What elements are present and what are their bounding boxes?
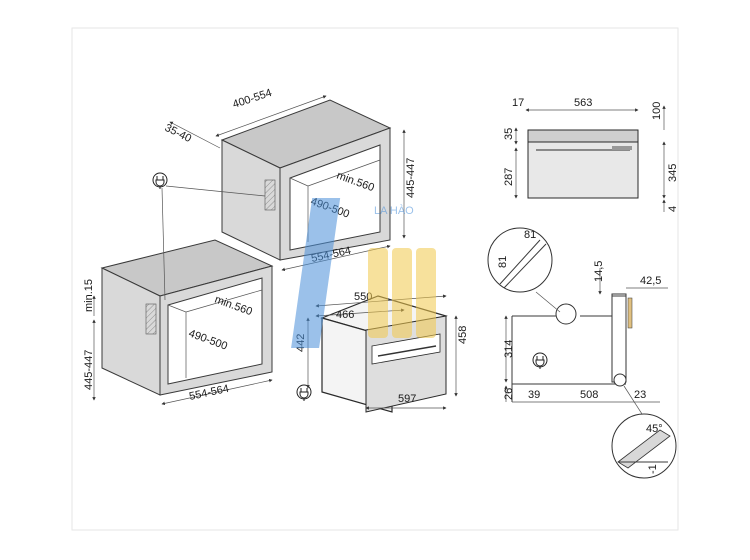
plug-icon-left	[152, 172, 266, 301]
dim-side-35: 35	[503, 128, 515, 140]
dim-detail-minus1: -1	[647, 464, 659, 474]
dim-detail-39: 39	[528, 389, 540, 401]
dim-detail-42-5: 42,5	[640, 275, 661, 287]
side-view	[527, 129, 639, 199]
dim-oven-height-458: 458	[457, 326, 469, 344]
oven-appliance	[320, 295, 448, 413]
watermark-logo: LA HÀO	[291, 198, 436, 348]
plug-icon-section	[532, 352, 548, 369]
detail-circle-45	[611, 385, 677, 479]
dim-detail-508: 508	[580, 389, 598, 401]
plug-icon-oven	[296, 384, 312, 401]
dim-upper-height: 445-447	[405, 158, 417, 198]
dim-top-width: 400-554	[231, 87, 273, 111]
dim-side-287: 287	[503, 168, 515, 186]
dim-lower-min-gap: min.15	[83, 279, 95, 312]
dim-detail-14-5: 14,5	[593, 261, 605, 282]
dim-oven-depth-466: 466	[336, 309, 354, 321]
drawing-frame	[71, 27, 679, 531]
dim-detail-314: 314	[503, 340, 515, 358]
section-view	[511, 293, 633, 402]
upper-electrical-panel	[264, 179, 276, 211]
dim-top-depth: 35-40	[163, 122, 194, 145]
watermark-text: LA HÀO	[374, 204, 414, 217]
dim-side-100: 100	[651, 102, 663, 120]
dim-oven-depth-550: 550	[354, 291, 372, 303]
lower-electrical-panel	[145, 303, 157, 335]
dim-side-17: 17	[512, 97, 524, 109]
dim-side-4: 4	[667, 206, 679, 212]
dim-side-345: 345	[667, 164, 679, 182]
detail-circle-81	[487, 227, 561, 313]
dim-detail-26: 26	[503, 388, 515, 400]
dim-detail-81-v: 81	[497, 256, 509, 268]
dim-detail-23: 23	[634, 389, 646, 401]
lower-cabinet	[100, 239, 274, 396]
dim-oven-width: 597	[398, 393, 416, 405]
dim-detail-45: 45°	[646, 423, 663, 435]
dim-side-563: 563	[574, 97, 592, 109]
dim-detail-81-h: 81	[524, 229, 536, 241]
dim-lower-height: 445-447	[83, 350, 95, 390]
